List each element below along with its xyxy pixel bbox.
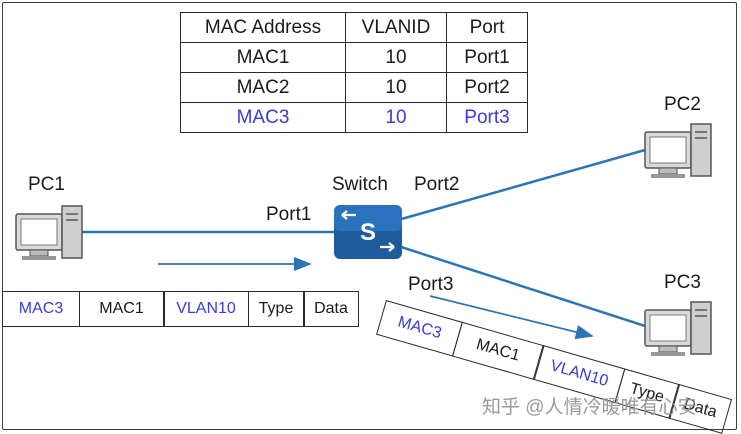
frame-field-vlan: VLAN10 (163, 291, 249, 327)
pc3-icon (644, 301, 712, 356)
pc1-label: PC1 (28, 174, 65, 195)
diagram-frame (2, 2, 737, 430)
pc1-icon (15, 205, 83, 260)
pc3-label: PC3 (664, 272, 701, 293)
port3-label: Port3 (408, 274, 454, 295)
switch-icon: S (334, 205, 402, 259)
header-mac-address: MAC Address (180, 12, 346, 43)
pc2-icon (644, 123, 712, 178)
frame-field-src-mac: MAC1 (78, 291, 165, 327)
watermark: 知乎 @人情冷暖唯有心安 (482, 397, 697, 418)
mac-address-table: MAC Address VLANID Port MAC1 10 Port1 MA… (180, 12, 528, 133)
switch-label: Switch (332, 174, 388, 195)
link-switch-pc2 (397, 148, 646, 222)
pc2-label: PC2 (664, 94, 701, 115)
header-port: Port (446, 12, 528, 43)
cell-mac: MAC1 (180, 42, 346, 73)
frame-incoming: MAC3 MAC1 VLAN10 Type Data (2, 291, 359, 327)
cell-port: Port1 (446, 42, 528, 73)
cell-vlan: 10 (345, 102, 447, 133)
cell-vlan: 10 (345, 72, 447, 103)
header-vlanid: VLANID (345, 12, 447, 43)
table-header-row: MAC Address VLANID Port (180, 12, 528, 43)
cell-vlan: 10 (345, 42, 447, 73)
switch-glyph: S (360, 219, 376, 246)
flow-arrow-out (429, 295, 594, 340)
cell-port: Port2 (446, 72, 528, 103)
link-switch-pc3 (397, 244, 646, 328)
table-row-highlighted: MAC3 10 Port3 (180, 102, 528, 133)
cell-mac: MAC3 (180, 102, 346, 133)
frame-field-dst-mac: MAC3 (2, 291, 80, 327)
cell-port: Port3 (446, 102, 528, 133)
cell-mac: MAC2 (180, 72, 346, 103)
frame-field-type: Type (247, 291, 305, 327)
frame-field-data: Data (303, 291, 359, 327)
port2-label: Port2 (414, 174, 460, 195)
table-row: MAC2 10 Port2 (180, 72, 528, 103)
table-row: MAC1 10 Port1 (180, 42, 528, 73)
port1-label: Port1 (266, 204, 312, 225)
